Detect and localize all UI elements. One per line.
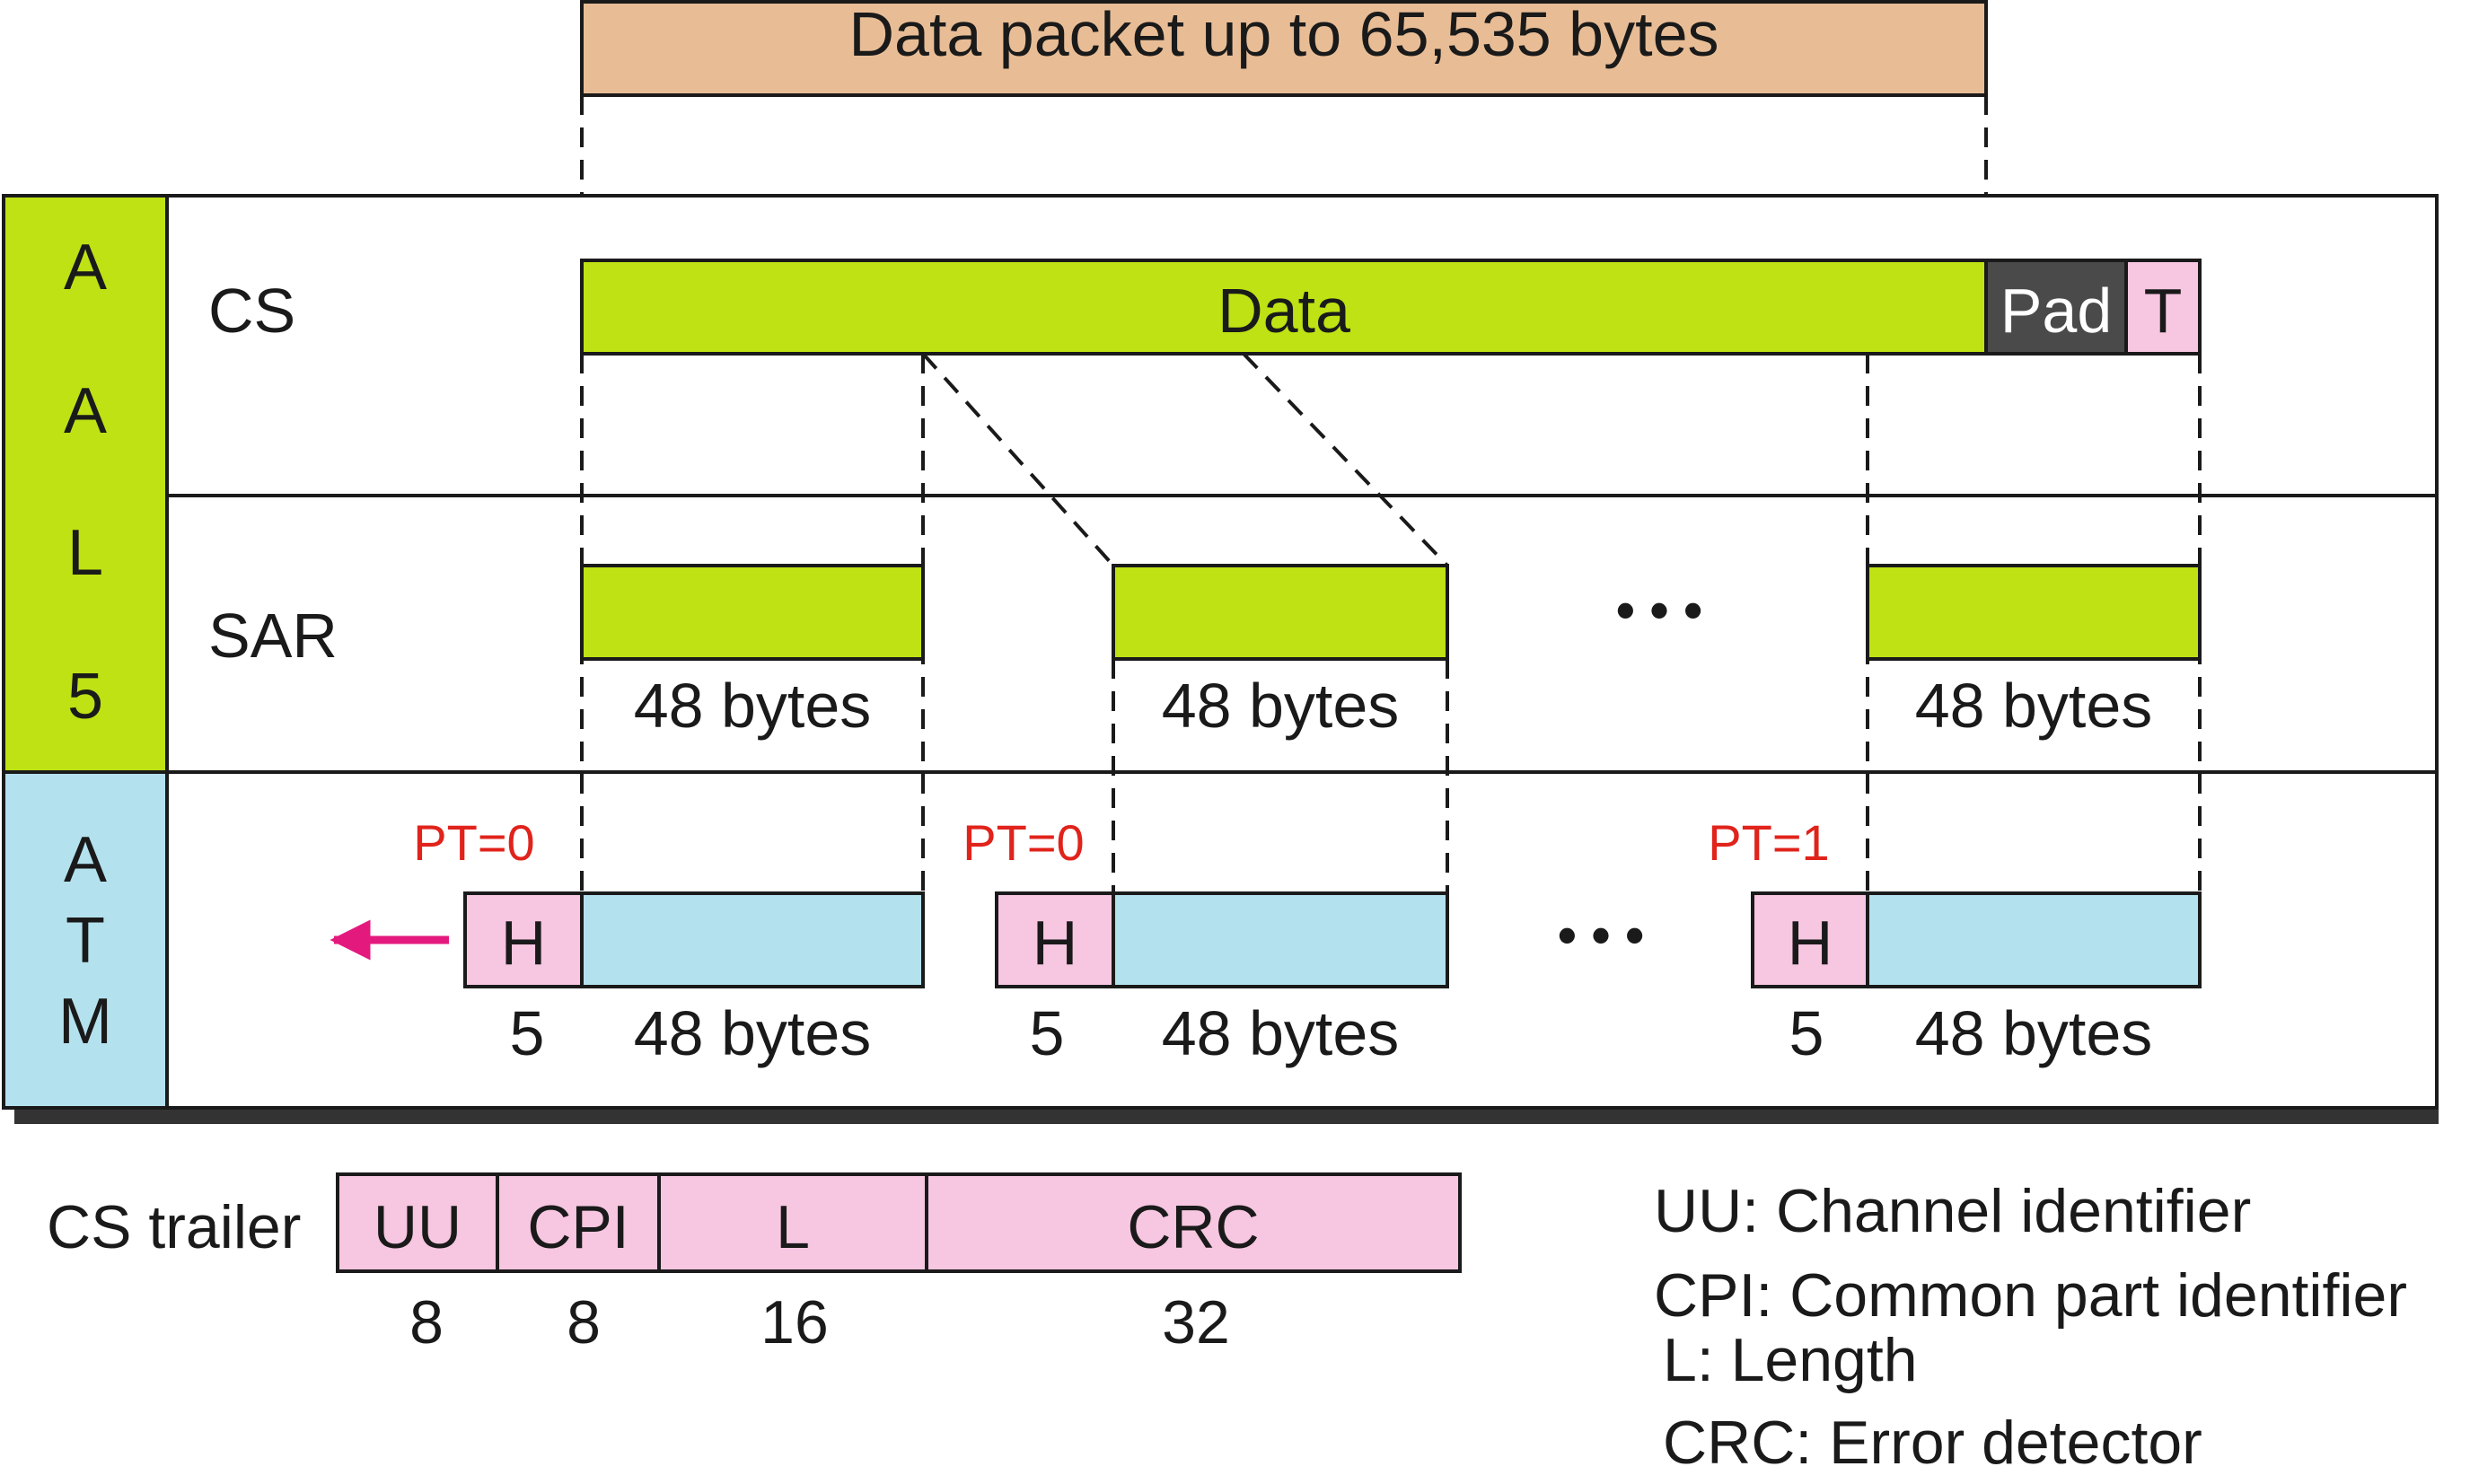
legend-crc: CRC: Error detector xyxy=(1663,1409,2202,1477)
trailer-field-uu-bits: 8 xyxy=(409,1288,444,1357)
trailer-field-l xyxy=(657,1172,928,1273)
trailer-field-l-bits: 16 xyxy=(760,1288,829,1357)
trailer-field-uu-name: UU xyxy=(374,1193,461,1261)
atm-cell-3-pt: PT=1 xyxy=(1708,814,1829,871)
atm-cell-2-header xyxy=(995,891,1115,988)
trailer-field-crc xyxy=(925,1172,1462,1273)
atm-cell-1-header-label: H xyxy=(501,908,547,978)
atm-column xyxy=(2,770,169,1110)
aal5-letter-5: 5 xyxy=(67,661,103,733)
atm-letter-t: T xyxy=(66,905,105,977)
cs-trailer-label: CS trailer xyxy=(47,1193,301,1261)
atm-cell-3-header-size: 5 xyxy=(1789,998,1824,1068)
trailer-field-crc-name: CRC xyxy=(1127,1193,1259,1261)
atm-cell-3-header-label: H xyxy=(1788,908,1833,978)
legend-l: L: Length xyxy=(1663,1326,1918,1394)
data-packet-label: Data packet up to 65,535 bytes xyxy=(849,0,1719,69)
cs-pad-box xyxy=(1984,259,2128,356)
cs-data-label: Data xyxy=(1217,276,1350,346)
aal5-letter-a2: A xyxy=(64,375,107,447)
atm-cell-1-header-size: 5 xyxy=(510,998,545,1068)
aal5-letter-a1: A xyxy=(64,232,107,303)
cs-trailer-box xyxy=(2124,259,2202,356)
aal5-column xyxy=(2,194,169,774)
atm-ellipsis: • • • xyxy=(1558,905,1644,965)
guide-block2-diag-left xyxy=(921,352,1115,567)
sar-block-1-size: 48 bytes xyxy=(634,671,872,741)
sar-block-1 xyxy=(580,564,925,661)
sar-ellipsis: • • • xyxy=(1616,580,1702,640)
atm-cell-2-header-label: H xyxy=(1033,908,1078,978)
atm-cell-2-payload xyxy=(1112,891,1449,988)
sar-block-3 xyxy=(1866,564,2202,661)
atm-letter-a: A xyxy=(64,824,107,896)
atm-cell-1-payload-size: 48 bytes xyxy=(634,998,872,1068)
trailer-field-l-name: L xyxy=(776,1193,810,1261)
atm-cell-3-payload-size: 48 bytes xyxy=(1915,998,2153,1068)
trailer-field-cpi-bits: 8 xyxy=(567,1288,601,1357)
cs-pad-label: Pad xyxy=(2000,276,2113,346)
atm-cell-3-payload xyxy=(1866,891,2202,988)
trailer-field-uu xyxy=(336,1172,499,1273)
atm-cell-1-payload xyxy=(580,891,925,988)
sar-row-label: SAR xyxy=(208,601,338,671)
trailer-field-crc-bits: 32 xyxy=(1162,1288,1230,1357)
cs-row-label: CS xyxy=(208,276,295,346)
atm-cell-1-pt: PT=0 xyxy=(413,814,534,871)
guide-block2-diag-right xyxy=(1242,352,1449,567)
cs-data-bar xyxy=(580,259,1988,356)
cs-trailer-t-label: T xyxy=(2144,276,2183,346)
legend-cpi: CPI: Common part identifier xyxy=(1654,1261,2407,1330)
legend-uu: UU: Channel identifier xyxy=(1654,1177,2251,1245)
atm-cell-2-pt: PT=0 xyxy=(963,814,1084,871)
atm-letter-m: M xyxy=(58,986,112,1058)
sar-block-2-size: 48 bytes xyxy=(1162,671,1400,741)
data-packet-box xyxy=(580,0,1988,97)
atm-cell-2-payload-size: 48 bytes xyxy=(1162,998,1400,1068)
trailer-field-cpi-name: CPI xyxy=(527,1193,628,1261)
aal5-letter-l: L xyxy=(67,517,103,589)
sar-block-2 xyxy=(1112,564,1449,661)
atm-cell-2-header-size: 5 xyxy=(1030,998,1065,1068)
sar-block-3-size: 48 bytes xyxy=(1915,671,2153,741)
